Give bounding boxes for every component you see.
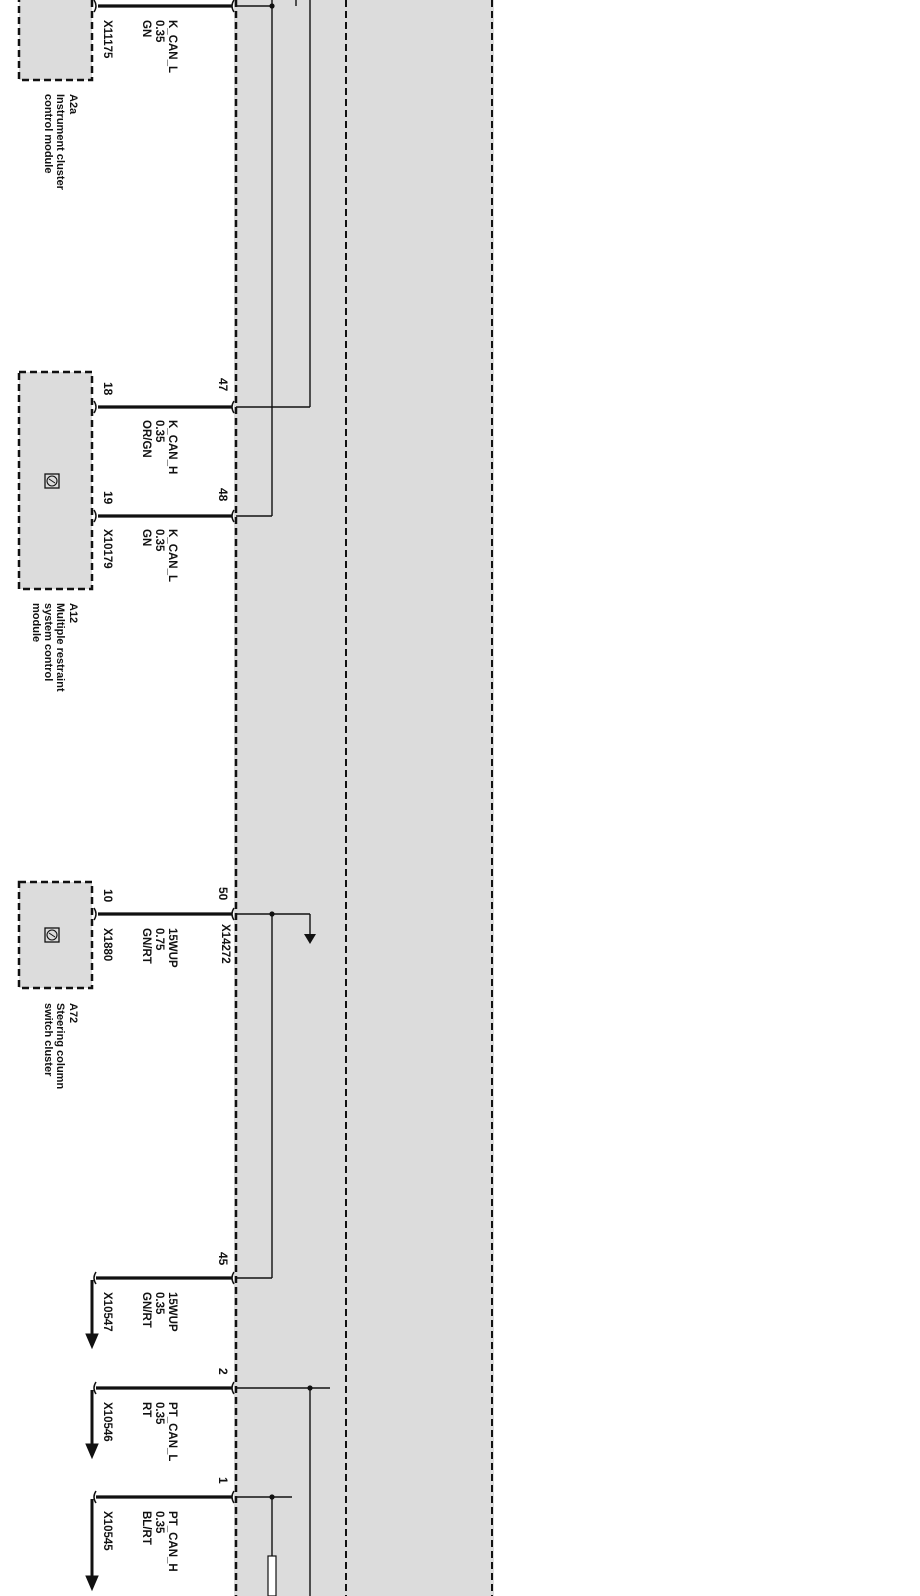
- connector-stub-icon: [267, 1555, 277, 1596]
- module-pin-labels: 18 19 10: [101, 382, 115, 903]
- wire-signal: K_CAN_L: [166, 20, 178, 73]
- module-A12: [17, 370, 94, 591]
- pin-label: 10: [101, 889, 115, 903]
- module-connector: X1880: [101, 928, 113, 961]
- module-name-line: switch cluster: [42, 1003, 54, 1077]
- pin-label: 18: [101, 382, 115, 396]
- module-name-line: Steering column: [54, 1003, 66, 1089]
- wire-connector: X14272: [219, 924, 231, 964]
- wire-gauge: 0.35: [153, 1511, 165, 1534]
- wire-gauge: 0.35: [153, 1292, 165, 1315]
- wire-color: RT: [140, 1402, 152, 1417]
- wire-signal: PT_CAN_L: [166, 1402, 178, 1461]
- junction-dots: [269, 3, 313, 1500]
- pin-label: 2: [216, 1368, 230, 1375]
- wire-color: OR/GN: [140, 420, 152, 458]
- pin-brackets: [93, 0, 235, 1504]
- wire-connector: X10545: [101, 1511, 113, 1551]
- airbag-icon: [44, 473, 60, 489]
- wire-gauge: 0.35: [153, 529, 165, 552]
- pin-label: 50: [216, 887, 230, 901]
- off-page-arrows: [85, 1280, 99, 1592]
- module-name-line: control module: [42, 94, 54, 173]
- external-wires: [96, 4, 232, 1499]
- wire-gauge: 0.35: [153, 1402, 165, 1425]
- wire-gauge: 0.35: [153, 20, 165, 43]
- wire-color: BL/RT: [140, 1511, 152, 1545]
- module-A72: [17, 880, 94, 990]
- pin-label: 45: [216, 1252, 230, 1266]
- module-id: A72: [67, 1003, 79, 1023]
- wire-color: GN: [140, 20, 152, 37]
- wire-gauge: 0.75: [153, 928, 165, 951]
- wire-signal: PT_CAN_H: [166, 1511, 178, 1572]
- pin-label: 47: [216, 378, 230, 392]
- wire-color: GN/RT: [140, 928, 152, 964]
- module-connector: X10179: [101, 529, 113, 569]
- module-id: A12: [67, 603, 79, 623]
- module-name-line: Multiple restraint: [54, 603, 66, 692]
- pin-label: 48: [216, 488, 230, 502]
- module-A2a: [17, 0, 94, 82]
- wire-signal: 15WUP: [166, 1292, 178, 1332]
- control-unit-panel: [234, 0, 494, 1596]
- module-name-line: module: [30, 603, 42, 642]
- wire-connector: X10546: [101, 1402, 113, 1442]
- steering-icon: [44, 927, 60, 943]
- module-connector: X11175: [101, 20, 113, 59]
- pin-label: 1: [216, 1477, 230, 1484]
- arrow-down-icon: [304, 934, 316, 944]
- wire-color: GN/RT: [140, 1292, 152, 1328]
- module-connectors: X11175 X10179 X1880: [101, 20, 113, 961]
- module-name-line: Instrument cluster: [54, 94, 66, 191]
- module-labels: A2a Instrument cluster control module A1…: [30, 94, 79, 1089]
- wire-color: GN: [140, 529, 152, 546]
- wire-signal: K_CAN_H: [166, 420, 178, 474]
- wire-connector: X10547: [101, 1292, 113, 1332]
- module-name-line: system control: [42, 603, 54, 681]
- internal-wiring: [236, 0, 330, 1596]
- wire-labels: K_CAN_L 0.35 GN K_CAN_H 0.35 OR/GN K_CAN…: [101, 20, 231, 1572]
- wire-signal: K_CAN_L: [166, 529, 178, 582]
- module-id: A2a: [67, 94, 79, 115]
- wire-gauge: 0.35: [153, 420, 165, 443]
- panel-pin-labels: 47 48 50 45 2 1: [216, 378, 230, 1484]
- wire-signal: 15WUP: [166, 928, 178, 968]
- pin-label: 19: [101, 491, 115, 505]
